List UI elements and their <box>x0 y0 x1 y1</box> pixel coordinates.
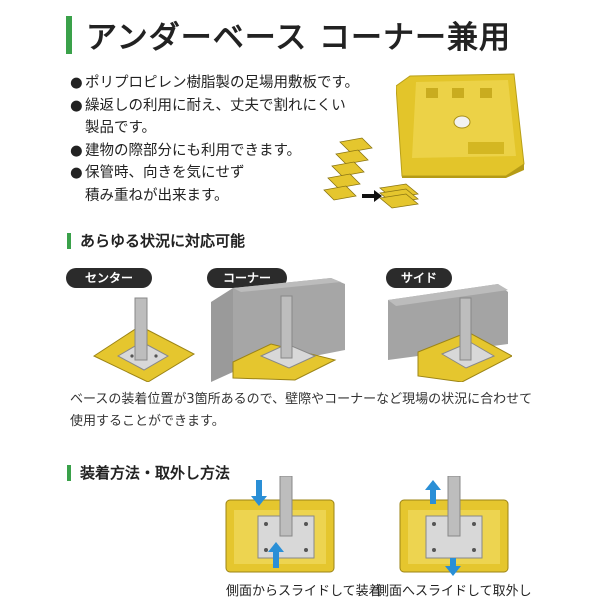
product-photo <box>396 73 525 178</box>
tag-center: センター <box>66 268 152 288</box>
list-item-continuation: 積み重ねが出来ます。 <box>85 187 229 204</box>
usage-description: ベースの装着位置が3箇所あるので、壁際やコーナーなど現場の状況に合わせて使用する… <box>70 392 533 429</box>
feature-list: ● ポリプロピレン樹脂製の足場用敷板です。 ● 繰返しの利用に耐え、丈夫で割れに… <box>70 72 390 207</box>
list-item: ● ポリプロピレン樹脂製の足場用敷板です。 <box>70 72 390 95</box>
corner-illustration <box>211 278 345 382</box>
bullet-icon: ● <box>70 142 83 159</box>
arrow-up-icon <box>425 480 441 504</box>
center-illustration <box>92 297 196 382</box>
side-illustration <box>388 284 512 382</box>
bullet-icon: ● <box>70 165 83 181</box>
stacking-illustration <box>323 137 419 209</box>
section-accent-bar <box>67 233 71 249</box>
section-title: 装着方法・取外し方法 <box>80 464 231 482</box>
attach-caption: 側面からスライドして装着 <box>226 584 382 599</box>
section-accent-bar <box>67 465 71 481</box>
tag-side: サイド <box>386 268 452 288</box>
arrow-up-icon <box>268 542 284 568</box>
list-item: ● 繰返しの利用に耐え、丈夫で割れにくい <box>70 95 390 118</box>
bullet-icon: ● <box>70 75 83 91</box>
arrow-down-icon <box>251 480 267 506</box>
attach-illustration <box>225 476 335 573</box>
tag-corner: コーナー <box>207 268 287 288</box>
list-item: ● 保管時、向きを気にせず <box>70 162 390 185</box>
list-item: ● 建物の際部分にも利用できます。 <box>70 140 390 163</box>
arrow-down-icon <box>445 558 461 576</box>
list-item-continuation: 製品です。 <box>85 120 157 136</box>
title-accent-bar <box>66 16 72 54</box>
section-title: あらゆる状況に対応可能 <box>80 232 246 250</box>
page-title: アンダーベース コーナー兼用 <box>86 20 512 56</box>
remove-caption: 側面へスライドして取外し <box>376 584 532 599</box>
bullet-icon: ● <box>70 97 83 114</box>
remove-illustration <box>399 476 509 576</box>
